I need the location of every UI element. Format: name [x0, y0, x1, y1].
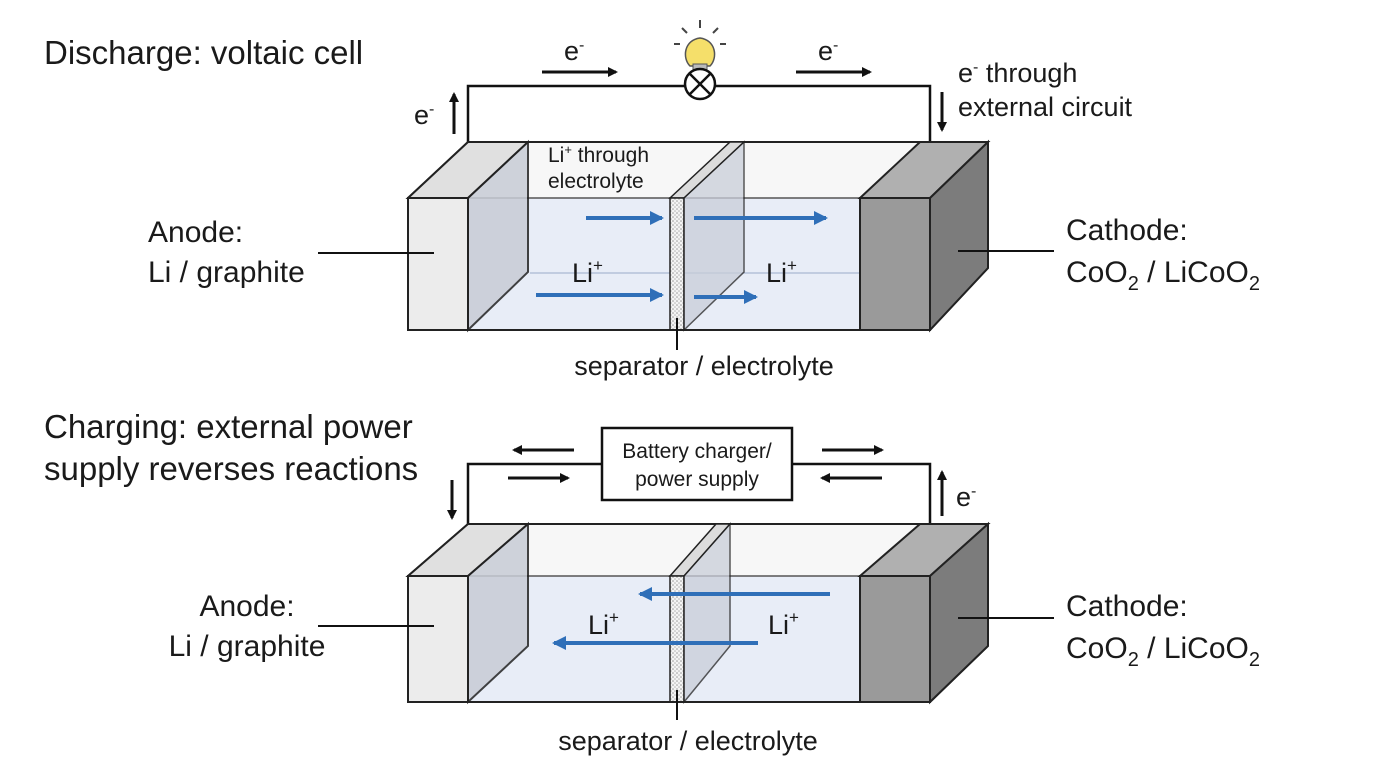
discharge-cell	[405, 139, 991, 333]
discharge-li-through-line1: Li+ through	[548, 142, 649, 167]
charging-title-line1: Charging: external power	[44, 408, 413, 445]
charging-cathode-label-line2: CoO2 / LiCoO2	[1066, 632, 1260, 671]
charging-e-up-label: e-	[956, 482, 976, 512]
charging-separator	[668, 522, 732, 705]
charging-separator-label: separator / electrolyte	[558, 726, 818, 756]
discharge-li-left-label: Li+	[572, 256, 603, 288]
charging-li-left-label: Li+	[588, 608, 619, 640]
discharge-anode-label-line1: Anode:	[148, 216, 243, 249]
charging-section: Charging: external power supply reverses…	[44, 408, 1260, 756]
discharge-li-right-label: Li+	[766, 256, 797, 288]
charging-li-right-label: Li+	[768, 608, 799, 640]
discharge-separator-label: separator / electrolyte	[574, 351, 834, 381]
light-bulb-icon	[674, 20, 726, 101]
charging-title-line2: supply reverses reactions	[44, 450, 418, 487]
charger-label-line1: Battery charger/	[622, 440, 772, 463]
charging-anode	[405, 521, 531, 705]
charger-label-line2: power supply	[635, 468, 759, 491]
discharge-e-note-line2: external circuit	[958, 92, 1133, 122]
discharge-section: Discharge: voltaic cell e- e- e- e- thro…	[44, 20, 1260, 381]
discharge-title: Discharge: voltaic cell	[44, 34, 363, 71]
charging-cell	[405, 521, 991, 705]
charging-anode-label-line1: Anode:	[199, 590, 294, 623]
discharge-e-note-line1: e- through	[958, 58, 1077, 88]
discharge-cathode-label-line1: Cathode:	[1066, 214, 1188, 247]
discharge-cathode	[857, 139, 991, 333]
discharge-e-up-label: e-	[414, 100, 434, 130]
charging-electrolyte	[468, 576, 860, 702]
charging-anode-label-line2: Li / graphite	[169, 630, 326, 663]
charger-box	[600, 426, 794, 502]
discharge-cathode-label-line2: CoO2 / LiCoO2	[1066, 256, 1260, 295]
charging-cathode-label-line1: Cathode:	[1066, 590, 1188, 623]
discharge-e-right-label: e-	[818, 36, 838, 66]
discharge-e-left-label: e-	[564, 36, 584, 66]
discharge-separator	[668, 140, 746, 332]
discharge-anode-label-line2: Li / graphite	[148, 256, 305, 289]
discharge-li-through-line2: electrolyte	[548, 170, 644, 193]
discharge-anode	[405, 139, 531, 333]
